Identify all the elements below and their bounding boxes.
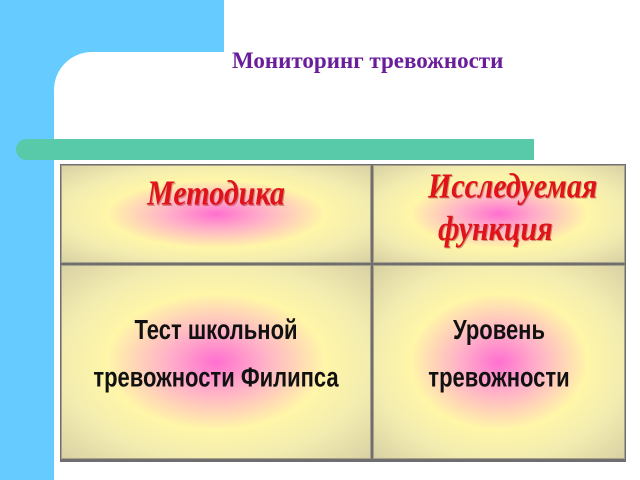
header-method-label: Методика (147, 173, 285, 213)
cell-function-line2: тревожности (428, 361, 570, 393)
table-header-function: Исследуемая функция (373, 165, 625, 263)
cell-method-text: Тест школьной тревожности Филипса (93, 307, 338, 402)
method-table: Методика Исследуемая функция Тест школьн… (60, 164, 626, 462)
cell-function-text: Уровень тревожности (428, 307, 569, 402)
table-cell-method: Тест школьной тревожности Филипса (61, 265, 371, 459)
header-function-label: Исследуемая функция (374, 166, 598, 250)
table-header-method: Методика (61, 165, 371, 263)
table-cell-function: Уровень тревожности (373, 265, 625, 459)
header-function-line1: Исследуемая (428, 166, 598, 206)
cell-function-line1: Уровень (452, 314, 545, 346)
decorative-teal-bar (16, 139, 534, 160)
cell-method-line2: тревожности Филипса (93, 361, 339, 393)
slide-title: Мониторинг тревожности (232, 48, 504, 73)
header-function-line2: функция (438, 209, 553, 249)
cell-method-line1: Тест школьной (134, 314, 298, 346)
